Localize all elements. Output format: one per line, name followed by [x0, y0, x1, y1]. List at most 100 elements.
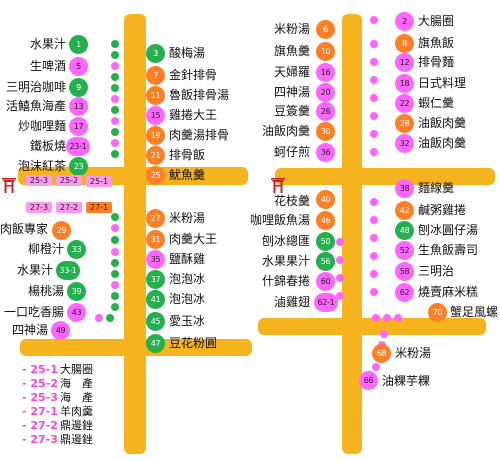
stall-label: 泡沫紅茶	[17, 159, 66, 173]
stall-label: 鹹粥雞捲	[418, 203, 467, 217]
stall-label: 大腸圈	[418, 14, 455, 28]
stall-badge: 26	[316, 102, 335, 121]
stall-badge: 48	[395, 221, 414, 240]
stall-label: 豆簽羹	[273, 104, 310, 118]
stall-badge: 15	[146, 106, 165, 125]
stall-tag: 25-1	[86, 176, 112, 187]
stall-badge: 60	[316, 272, 335, 291]
stall-badge: 8	[395, 34, 414, 53]
stall-badge: 17	[69, 117, 88, 136]
stall-badge: 3	[146, 44, 165, 63]
stall-badge: 47	[146, 334, 165, 353]
stall-label: 活鱚魚海產	[5, 99, 66, 113]
stall-badge: 33-1	[56, 261, 80, 280]
stall-label: 米粉湯	[395, 346, 432, 360]
stall-badge: 42	[395, 201, 414, 220]
stall-label: 一口吃香腸	[3, 305, 64, 319]
stall-label: 咖哩飯魚湯	[249, 213, 310, 227]
stall-badge: 33	[67, 240, 86, 259]
stall-badge: 29	[52, 221, 71, 240]
stall-badge: 12	[395, 53, 414, 72]
stall-label: 三明治咖啡	[5, 80, 66, 94]
stall-badge: 6	[316, 20, 335, 39]
stall-badge: 43	[67, 303, 86, 322]
stall-label: 雞捲大王	[169, 108, 218, 122]
stall-label: 油粿芋粿	[382, 374, 431, 388]
stall-label: 日式料理	[418, 76, 467, 90]
stall-badge: 52	[395, 241, 414, 260]
stall-badge: 32	[395, 134, 414, 153]
stall-tag: 27-2	[56, 202, 82, 213]
stall-badge: 25	[146, 166, 165, 185]
stall-badge: 1	[69, 35, 88, 54]
stall-label: 油飯肉羹	[261, 124, 310, 138]
stall-label: 楊桃湯	[27, 284, 64, 298]
stall-badge: 40	[316, 190, 335, 209]
stall-badge: 22	[395, 94, 414, 113]
left-bottom-road	[20, 339, 252, 356]
stall-label: 肉羹湯排骨	[169, 128, 230, 142]
stall-badge: 23	[69, 157, 88, 176]
right-bottom-road	[258, 318, 486, 335]
stall-badge: 20	[316, 83, 335, 102]
stall-label: 排骨飯	[169, 148, 206, 162]
stall-label: 排骨麵	[418, 55, 455, 69]
stall-badge: 58	[395, 262, 414, 281]
stall-label: 三明治	[418, 264, 455, 278]
stall-badge: 37	[146, 270, 165, 289]
stall-label: 豆花粉圓	[169, 336, 218, 350]
left-main-road	[124, 14, 146, 454]
stall-badge: 21	[146, 146, 165, 165]
stall-tag: 27-1	[86, 202, 112, 213]
stall-badge: 45	[146, 312, 165, 331]
stall-badge: 16	[316, 63, 335, 82]
stall-label: 水果汁	[29, 37, 66, 51]
stall-label: 四神湯	[11, 323, 48, 337]
stall-label: 四神湯	[273, 85, 310, 99]
stall-badge: 36	[316, 143, 335, 162]
stall-label: 蟹足風螺	[450, 305, 499, 319]
stall-badge: 11	[146, 86, 165, 105]
stall-badge: 18	[395, 74, 414, 93]
stall-label: 燒賣麻米糕	[418, 285, 479, 299]
stall-badge: 13	[69, 97, 88, 116]
stall-label: 蝦仁羹	[418, 96, 455, 110]
stall-badge: 30	[316, 122, 335, 141]
stall-badge: 19	[146, 126, 165, 145]
gate-icon-left	[2, 178, 16, 193]
stall-badge: 9	[69, 78, 88, 97]
stall-label: 金針排骨	[169, 68, 218, 82]
stall-label: 油飯肉羹	[418, 136, 467, 150]
stall-label: 蚵仔煎	[273, 145, 310, 159]
stall-label: 泡泡冰	[169, 292, 206, 306]
stall-badge: 2	[395, 12, 414, 31]
stall-label: 油飯肉羹	[418, 116, 467, 130]
stall-label: 旗魚飯	[418, 36, 455, 50]
stall-badge: 7	[146, 66, 165, 85]
stall-label: 花枝羹	[273, 194, 310, 208]
stall-label: 米粉湯	[169, 211, 206, 225]
stall-label: 鐵板燒	[29, 139, 66, 153]
stall-badge: 38	[395, 179, 414, 198]
stall-label: 柳橙汁	[27, 242, 64, 256]
stall-badge: 10	[316, 42, 335, 61]
stall-badge: 28	[395, 114, 414, 133]
stall-label: 酸梅湯	[169, 46, 206, 60]
stall-badge: 35	[146, 250, 165, 269]
stall-label: 肉羹大王	[169, 232, 218, 246]
stall-badge: 5	[69, 57, 88, 76]
stall-label: 生魚飯壽司	[418, 243, 479, 257]
stall-label: 泡泡冰	[169, 272, 206, 286]
stall-label: 愛玉冰	[169, 314, 206, 328]
stall-badge: 46	[316, 211, 335, 230]
right-main-road	[342, 14, 362, 454]
stall-label: 刨冰總匯	[261, 234, 310, 248]
right-cross-road	[275, 168, 495, 185]
stall-badge: 31	[146, 230, 165, 249]
